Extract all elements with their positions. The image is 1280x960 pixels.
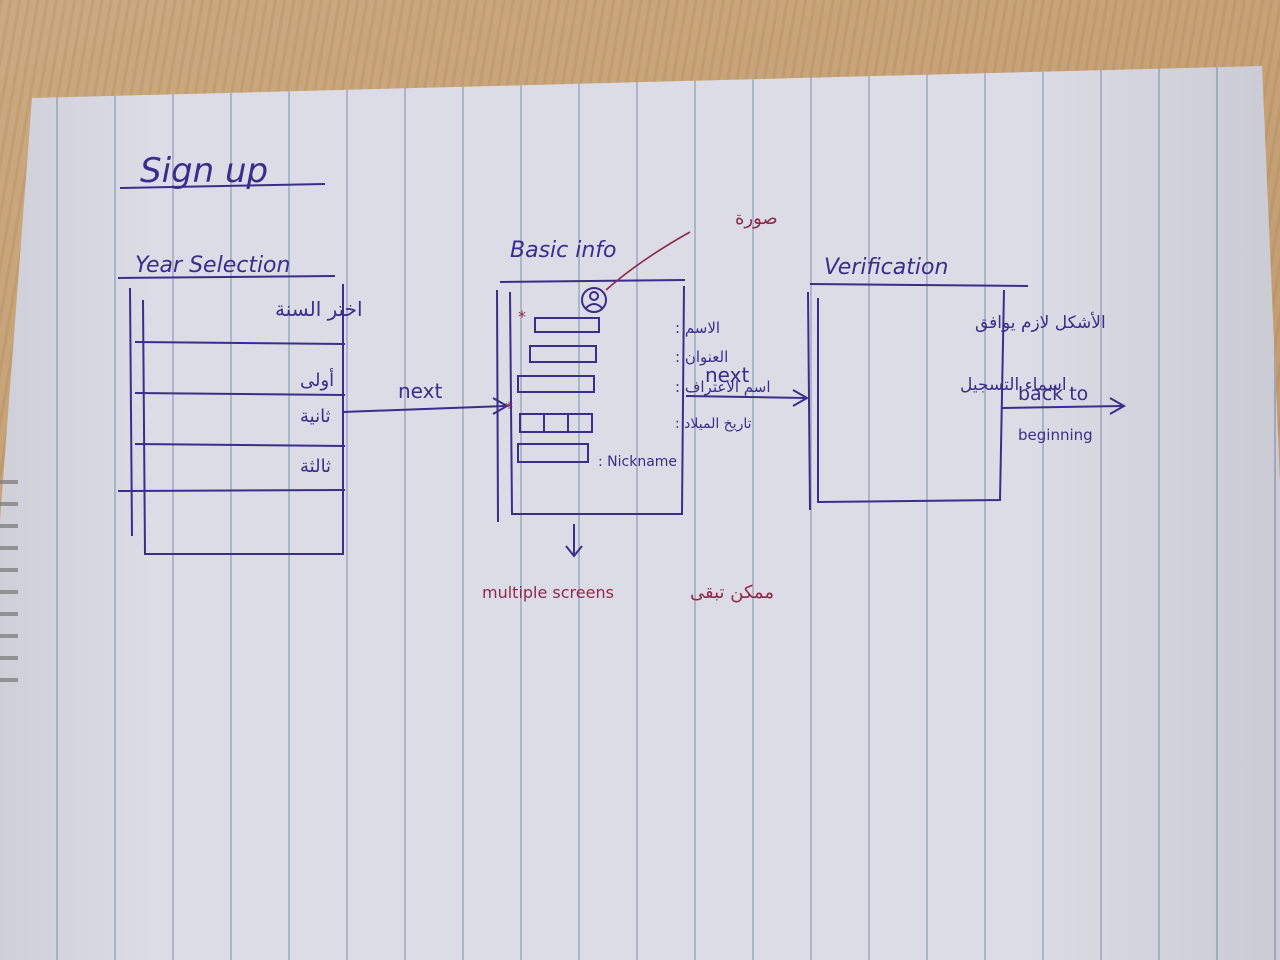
back-arrow-line	[1001, 405, 1123, 409]
back-arrow-label: back to	[1018, 383, 1088, 405]
field-box-address	[529, 345, 597, 363]
year-selection-heading-rule	[117, 275, 336, 279]
year-row-divider	[134, 443, 346, 447]
field-label-nickname: : Nickname	[598, 454, 677, 470]
title-underline	[119, 183, 326, 189]
field-box-birthdate	[519, 413, 593, 433]
verification-frame	[807, 289, 1005, 511]
field-label-birthdate: تاريخ الميلاد :	[675, 416, 752, 432]
next-arrow-label: next	[705, 363, 749, 387]
verification-line-1: الأشكل لازم يوافق	[975, 312, 1106, 333]
required-asterisk: *	[518, 307, 526, 326]
verification-heading-rule	[809, 283, 1029, 287]
year-option-third: ثالثة	[300, 456, 331, 477]
multiple-screens-note-ar: ممكن تبقى	[690, 582, 774, 603]
spiral-binding	[0, 480, 18, 700]
year-row-divider	[134, 341, 346, 345]
photo-callout-label: صورة	[735, 208, 778, 229]
photo-callout-line	[605, 231, 691, 291]
down-arrow	[565, 524, 583, 558]
year-prompt: اختر السنة	[275, 297, 363, 321]
year-selection-frame	[129, 284, 344, 555]
year-row-divider	[134, 392, 346, 396]
year-row-divider	[117, 489, 346, 492]
birthdate-segments	[543, 414, 569, 432]
avatar-icon	[581, 287, 607, 313]
next-arrow-head	[792, 389, 810, 407]
verification-heading: Verification	[824, 255, 948, 280]
verification-line-2: اسماء التسجيل	[960, 375, 1067, 395]
field-box-name	[534, 317, 600, 333]
next-arrow-label: next	[398, 379, 442, 403]
field-label-nickname-ar: اسم الاعتراف :	[675, 378, 771, 396]
avatar-shoulders	[585, 303, 603, 309]
page-title: Sign up	[140, 151, 268, 191]
back-arrow-sublabel: beginning	[1018, 426, 1093, 444]
year-option-second: ثانية	[300, 406, 331, 427]
required-asterisk: *	[505, 398, 513, 417]
next-arrow-line	[685, 395, 806, 399]
field-box-nickname-ar	[517, 375, 595, 393]
basic-info-frame	[496, 285, 685, 523]
back-arrow-head	[1109, 397, 1127, 415]
year-selection-heading: Year Selection	[135, 253, 290, 278]
basic-info-heading: Basic info	[510, 238, 617, 263]
year-option-first: أولى	[300, 368, 334, 391]
next-arrow-line	[342, 405, 506, 413]
multiple-screens-note: multiple screens	[482, 583, 614, 602]
field-box-nickname	[517, 443, 589, 463]
field-label-address: العنوان :	[675, 348, 728, 366]
basic-info-heading-rule	[499, 279, 686, 283]
avatar-head	[589, 291, 599, 301]
field-label-name: الاسم :	[675, 319, 720, 337]
